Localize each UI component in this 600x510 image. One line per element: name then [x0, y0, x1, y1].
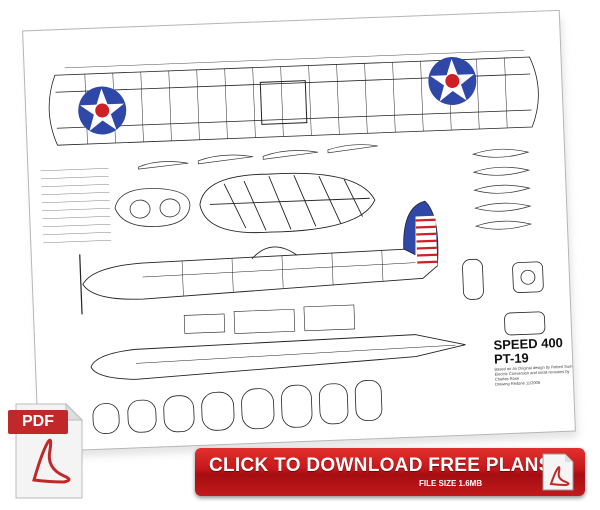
download-free-plans-button[interactable]: CLICK TO DOWNLOAD FREE PLANS FILE SIZE 1…	[195, 448, 585, 496]
fuselage-top	[90, 304, 466, 380]
download-button-label: CLICK TO DOWNLOAD FREE PLANS	[209, 455, 552, 476]
cowl-outline	[114, 188, 191, 227]
wing-ribs	[138, 144, 378, 170]
aileron-ribs	[472, 148, 533, 230]
plan-title-block: SPEED 400 PT-19 Based on an Original des…	[493, 334, 576, 387]
fuselage-side	[79, 246, 439, 315]
pdf-download-icon	[542, 453, 574, 491]
rudder	[403, 200, 439, 267]
engine-detail	[462, 258, 546, 336]
pdf-file-icon: PDF	[8, 402, 90, 502]
cabane-truss	[199, 172, 376, 234]
file-size-label: FILE SIZE 1.6MB	[419, 479, 483, 488]
plan-sheet: SPEED 400 PT-19 Based on an Original des…	[22, 9, 576, 453]
top-wing	[48, 50, 539, 146]
roundel-left	[78, 86, 127, 135]
spec-table	[40, 168, 112, 244]
plan-drawing	[40, 50, 546, 434]
roundel-right	[428, 57, 477, 106]
pdf-label: PDF	[8, 410, 68, 434]
formers-row	[92, 379, 383, 434]
